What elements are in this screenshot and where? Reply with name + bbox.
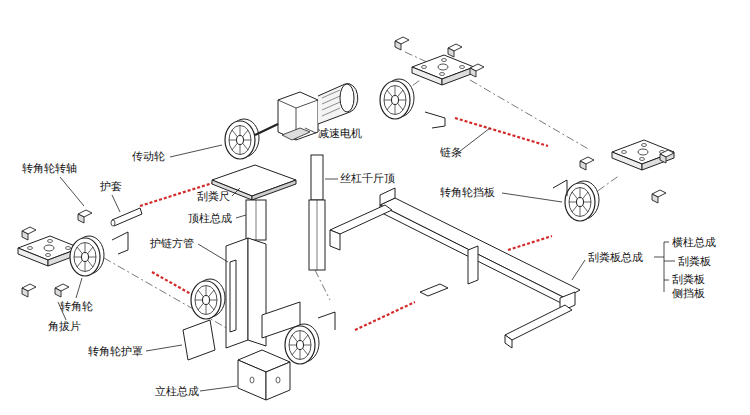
part-label: 立柱总成 (155, 385, 199, 399)
part-label: 刮粪板 (678, 255, 711, 269)
part-label: 刮粪板总成 (588, 251, 643, 265)
part-label: 丝杠千斤顶 (340, 172, 395, 186)
part-label: 转角轮护罩 (88, 345, 143, 359)
part-label: 转角轮 (60, 300, 93, 314)
part-label: 传动轮 (132, 150, 165, 164)
part-label: 转角轮转轴 (22, 162, 77, 176)
part-label: 转角轮挡板 (440, 186, 495, 200)
part-label: 链条 (440, 146, 462, 160)
part-label: 顶柱总成 (188, 212, 232, 226)
part-label: 角拔片 (48, 320, 81, 334)
part-label: 减速电机 (318, 127, 362, 141)
part-label: 刮粪板 侧挡板 (672, 273, 708, 301)
part-label: 护套 (100, 180, 122, 194)
part-label: 横柱总成 (672, 236, 716, 250)
part-label: 护链方管 (150, 237, 194, 251)
part-label: 刮粪尺 (197, 190, 230, 204)
